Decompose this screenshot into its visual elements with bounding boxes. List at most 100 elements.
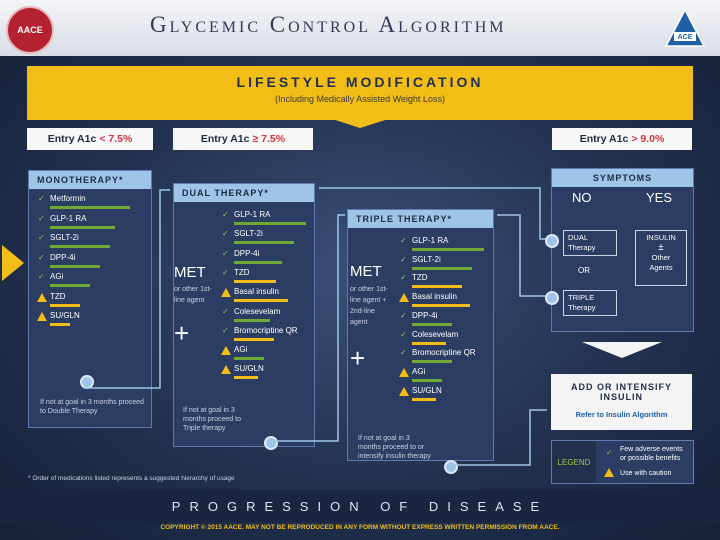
legend-title: LEGEND (552, 441, 596, 483)
insulin-label: INSULIN (646, 233, 676, 242)
warning-icon (37, 312, 47, 321)
mono-item: SGLT-2i (50, 233, 79, 242)
check-icon: ✓ (222, 248, 229, 258)
dual-item: GLP-1 RA (234, 210, 271, 219)
dual-item-bar (234, 299, 288, 303)
monotherapy-panel: MONOTHERAPY* (28, 170, 152, 428)
triple-item: GLP-1 RA (412, 236, 449, 245)
monotherapy-note: If not at goal in 3 months proceed to Do… (40, 399, 144, 415)
triple-met-sub: or other 1st-line agent + 2nd-line agent (350, 286, 388, 326)
progression-bar: PROGRESSION OF DISEASE (0, 490, 720, 522)
check-icon: ✓ (400, 310, 407, 320)
triple-item: Bromocriptine QR (412, 348, 476, 358)
check-icon: ✓ (38, 272, 45, 281)
add-intensify-insulin-box: ADD OR INTENSIFY INSULIN Refer to Insuli… (551, 374, 692, 430)
legend-item-benefit: Few adverse events or possible benefits (620, 446, 683, 462)
page-title: Glycemic Control Algorithm (150, 12, 507, 37)
dual-item: TZD (234, 267, 250, 277)
progress-node[interactable] (444, 460, 458, 474)
dual-item: SGLT-2i (234, 229, 263, 239)
mono-item-bar (50, 225, 115, 229)
dual-item: SU/GLN (234, 364, 264, 374)
aace-logo: AACE (6, 6, 54, 54)
check-icon: ✓ (38, 252, 45, 262)
check-icon: ✓ (606, 448, 613, 457)
progress-node[interactable] (264, 436, 278, 450)
check-icon: ✓ (222, 267, 229, 277)
symptoms-no: NO (572, 190, 592, 205)
symptoms-yes: YES (646, 190, 673, 205)
dual-item-bar (234, 318, 270, 322)
monotherapy-title: MONOTHERAPY* (29, 171, 151, 189)
check-icon: ✓ (38, 194, 45, 203)
dual-item-bar (234, 222, 306, 225)
mono-item: TZD (50, 291, 66, 301)
triple-item: TZD (412, 273, 428, 283)
check-icon: ✓ (400, 236, 407, 245)
triple-item-bar (412, 266, 472, 270)
dual-item: Basal insulin (234, 287, 279, 297)
check-icon: ✓ (400, 348, 407, 358)
progress-node[interactable] (545, 291, 559, 305)
symptoms-insulin-box: INSULIN ± Other Agents (635, 230, 687, 286)
symptoms-or: OR (578, 266, 590, 275)
dual-met-label: MET (174, 264, 206, 281)
warning-icon (399, 386, 409, 396)
warning-icon (399, 293, 409, 303)
check-icon: ✓ (38, 213, 45, 223)
triple-item: Basal insulin (412, 292, 457, 302)
dual-item-bar (234, 241, 294, 245)
lifestyle-modification-banner: LIFESTYLE MODIFICATION (Including Medica… (27, 66, 693, 120)
chevron-down-icon (323, 116, 398, 128)
ace-logo: ACE (664, 8, 706, 47)
logo-left-text: AACE (17, 25, 43, 35)
copyright: COPYRIGHT © 2015 AACE. MAY NOT BE REPROD… (160, 524, 560, 531)
insulin-algorithm-link[interactable]: Refer to Insulin Algorithm (575, 410, 668, 419)
footnote: * Order of medications listed represents… (28, 475, 235, 482)
mono-item-bar (50, 245, 110, 248)
dual-item: Bromocriptine QR (234, 325, 298, 335)
mono-item-bar (50, 206, 130, 209)
header-bar: AACE Glycemic Control Algorithm ACE (0, 0, 720, 56)
triple-item: Colesevelam (412, 329, 459, 339)
triple-item-bar (412, 304, 470, 308)
arrow-right-icon (2, 245, 24, 281)
dual-therapy-panel: DUAL THERAPY* (173, 183, 315, 447)
check-icon: ✓ (38, 233, 45, 242)
warning-icon (221, 288, 231, 298)
triple-item-bar (412, 360, 452, 364)
symptoms-triple-therapy: TRIPLE Therapy (563, 290, 617, 316)
check-icon: ✓ (222, 229, 229, 239)
legend-item-caution: Use with caution (620, 470, 672, 477)
check-icon: ✓ (222, 210, 229, 219)
mono-item-bar (50, 284, 90, 287)
lifestyle-subtitle: (Including Medically Assisted Weight Los… (275, 94, 445, 104)
symptoms-title: SYMPTOMS (552, 169, 693, 187)
triple-item: SU/GLN (412, 385, 442, 395)
entry-a1c-low: Entry A1c< 7.5% (27, 128, 153, 150)
check-icon: ✓ (400, 273, 407, 283)
warning-icon (221, 346, 231, 356)
triple-item: DPP-4i (412, 310, 438, 320)
progression-label: PROGRESSION OF DISEASE (171, 499, 549, 514)
dual-note: If not at goal in 3 months proceed to Tr… (183, 407, 241, 432)
triple-note: If not at goal in 3 months proceed to or… (358, 435, 431, 460)
warning-icon (399, 367, 409, 377)
check-icon: ✓ (222, 306, 229, 316)
symptoms-dual-therapy: DUAL Therapy (563, 230, 617, 256)
triple-met-label: MET (350, 263, 382, 280)
lifestyle-title: LIFESTYLE MODIFICATION (236, 74, 484, 90)
triple-therapy-title: TRIPLE THERAPY* (348, 210, 493, 228)
dual-item: DPP-4i (234, 248, 260, 258)
logo-right-text: ACE (678, 34, 693, 41)
triple-item-bar (412, 341, 446, 345)
insulin-box-title: ADD OR INTENSIFY INSULIN (570, 382, 672, 402)
dual-therapy-title: DUAL THERAPY* (174, 184, 314, 202)
mono-item-bar (50, 323, 70, 326)
triple-item-bar (412, 248, 484, 251)
warning-icon (221, 365, 231, 375)
warning-icon (604, 468, 614, 477)
triple-item: AGi (412, 366, 426, 376)
mono-item: GLP-1 RA (50, 213, 87, 223)
progress-node[interactable] (545, 234, 559, 248)
